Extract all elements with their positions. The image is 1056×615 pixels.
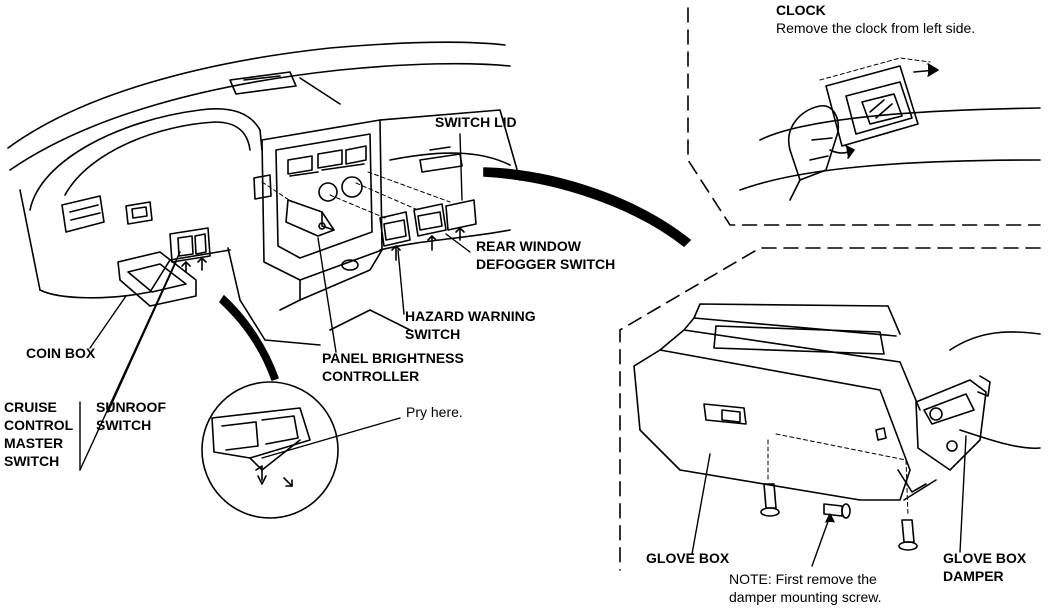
label-clock-title: CLOCK: [776, 2, 826, 18]
callout-swoosh-glovebox: [483, 167, 691, 247]
label-cruise-control-1: CRUISE: [4, 399, 57, 415]
label-glove-box-damper-1: GLOVE BOX: [943, 550, 1027, 566]
label-pry-here: Pry here.: [406, 404, 463, 420]
glovebox-leader-lines: [691, 435, 967, 567]
label-glove-box: GLOVE BOX: [646, 550, 730, 566]
glovebox-inset: [619, 247, 1041, 571]
label-switch-lid: SWITCH LID: [435, 114, 517, 130]
pry-detail: [201, 381, 401, 519]
label-rear-window-defogger-2: DEFOGGER SWITCH: [476, 256, 616, 272]
switch-components: [117, 171, 477, 307]
label-glove-box-damper-2: DAMPER: [943, 568, 1004, 584]
label-cruise-control-3: MASTER: [4, 435, 64, 451]
leader-lines: [79, 133, 471, 471]
label-cruise-control-2: CONTROL: [4, 417, 74, 433]
label-note-2: damper mounting screw.: [729, 589, 882, 605]
callout-swoosh-pry: [219, 295, 279, 381]
label-hazard-warning-2: SWITCH: [405, 326, 461, 342]
clock-inset: [687, 7, 1041, 226]
dashboard-illustration: [7, 41, 521, 346]
label-hazard-warning-1: HAZARD WARNING: [405, 308, 536, 324]
label-coin-box: COIN BOX: [26, 345, 96, 361]
label-rear-window-defogger-1: REAR WINDOW: [476, 238, 581, 254]
label-clock-note: Remove the clock from left side.: [776, 20, 976, 36]
label-sunroof-switch-1: SUNROOF: [96, 399, 166, 415]
label-cruise-control-4: SWITCH: [4, 453, 60, 469]
label-note-1: NOTE: First remove the: [729, 571, 877, 587]
label-panel-brightness-2: CONTROLLER: [322, 368, 420, 384]
label-panel-brightness-1: PANEL BRIGHTNESS: [322, 350, 464, 366]
label-sunroof-switch-2: SWITCH: [96, 417, 152, 433]
